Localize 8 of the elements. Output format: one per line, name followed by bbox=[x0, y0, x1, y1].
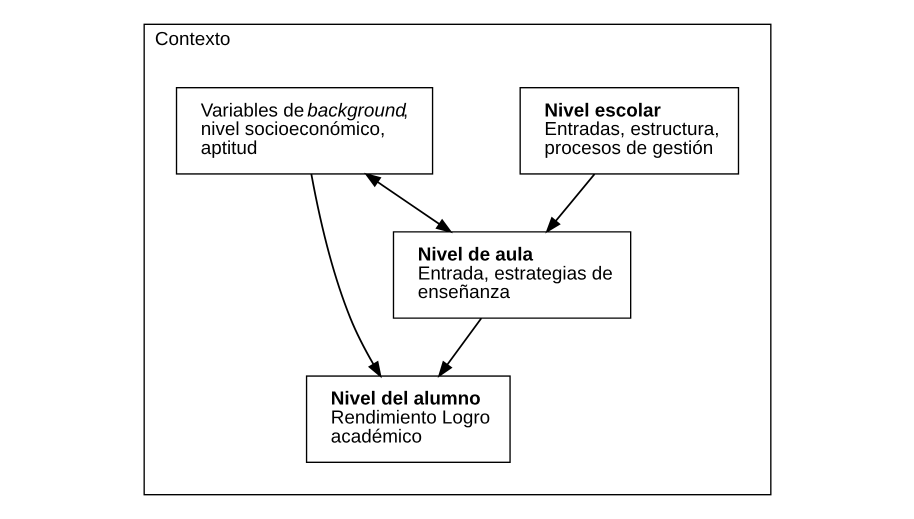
node-box: Variables de background, nivel socioeconómico, aptitud bbox=[175, 87, 433, 175]
arrow bbox=[544, 174, 595, 234]
node-box: Nivel escolar Entradas, estructura, procesos de gestión bbox=[519, 87, 739, 175]
node-box: Nivel del alumno Rendimiento Logro académico bbox=[305, 375, 510, 463]
arrow bbox=[364, 172, 452, 234]
arrow bbox=[310, 174, 382, 378]
arrow bbox=[437, 318, 482, 378]
node-box: Nivel de aula Entrada, estrategias de enseñanza bbox=[392, 231, 631, 319]
